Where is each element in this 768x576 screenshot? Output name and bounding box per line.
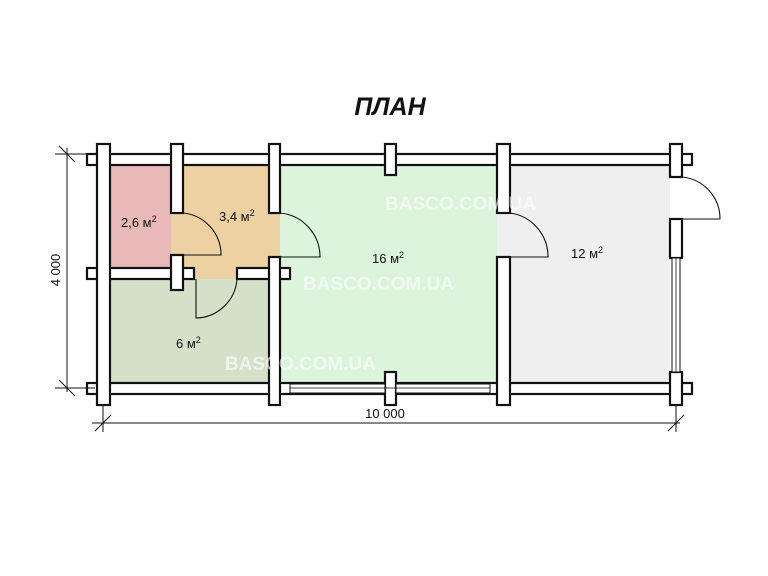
dimension-width: 10 000 bbox=[92, 405, 685, 432]
plan-title: ПЛАН bbox=[354, 93, 426, 121]
room-label: 2,6 м2 bbox=[121, 214, 157, 230]
svg-text:10 000: 10 000 bbox=[365, 406, 405, 421]
room-6 bbox=[110, 279, 269, 383]
watermark: BASCO.COM.UA bbox=[225, 354, 376, 375]
svg-text:4 000: 4 000 bbox=[48, 254, 63, 287]
room-label: 6 м2 bbox=[176, 335, 201, 351]
dimension-height: 4 000 bbox=[48, 145, 95, 397]
room-3-4 bbox=[171, 165, 280, 279]
room-16 bbox=[280, 165, 497, 383]
room-label: 16 м2 bbox=[372, 250, 404, 266]
watermarks: BASCO.COM.UA BASCO.COM.UA BASCO.COM.UA bbox=[225, 194, 536, 375]
watermark: BASCO.COM.UA bbox=[303, 274, 454, 295]
doors bbox=[182, 176, 721, 319]
room-label: 3,4 м2 bbox=[219, 208, 255, 224]
room-2-6 bbox=[110, 165, 171, 268]
room-12 bbox=[497, 165, 670, 383]
room-label: 12 м2 bbox=[571, 245, 603, 261]
watermark: BASCO.COM.UA bbox=[385, 194, 536, 215]
